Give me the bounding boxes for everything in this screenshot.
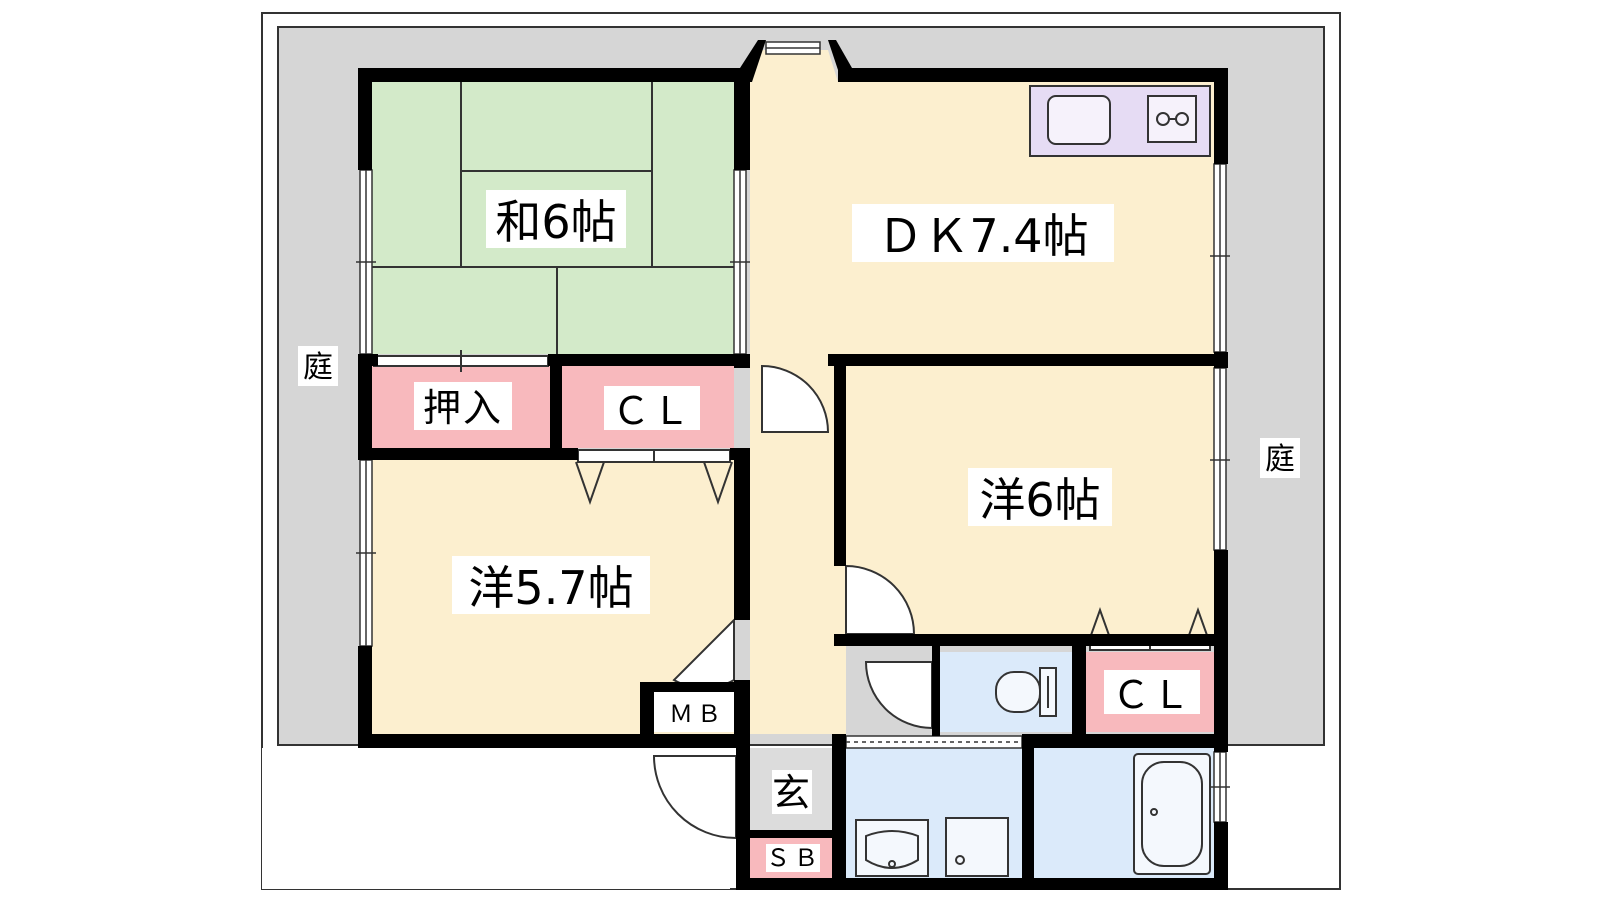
label-bg [604, 386, 700, 430]
room-label-washitsu: 和6帖 [495, 195, 616, 249]
label-bg [968, 468, 1112, 526]
door-swing [845, 564, 916, 635]
walls [358, 40, 1228, 890]
washbasin-icon [855, 819, 929, 877]
room-label-meter-box: ＭＢ [669, 700, 725, 728]
label-bg [1260, 438, 1300, 478]
bathtub-icon [1133, 753, 1211, 875]
room-label-closet-upper: ＣＬ [612, 389, 692, 433]
label-bg [486, 190, 626, 248]
label-bg [298, 346, 338, 386]
door-swing [864, 661, 933, 730]
door-swing [761, 364, 830, 433]
toilet-icon [995, 667, 1057, 717]
sink-icon [1047, 95, 1111, 145]
label-bg [414, 382, 512, 430]
room-label-oshiire: 押入 [423, 386, 503, 430]
lower-left-yard [262, 748, 730, 889]
room-label-genkan: 玄 [772, 771, 812, 815]
room-label-shoe-box: ＳＢ [766, 844, 822, 872]
label-bg [852, 204, 1114, 262]
room-label-dk: ＤＫ7.4帖 [877, 209, 1088, 263]
door-swings [652, 364, 933, 840]
label-bg [766, 844, 820, 872]
room-label-yoshitsu-57: 洋5.7帖 [468, 561, 633, 615]
meter-box-floor [652, 690, 734, 732]
bay-window-floor [746, 50, 838, 82]
room-label-yoshitsu-6: 洋6帖 [979, 473, 1100, 527]
washing-machine-icon [945, 817, 1009, 877]
room-label-closet-lower: ＣＬ [1112, 673, 1192, 717]
tatami-lines [372, 82, 734, 354]
garden-label-left: 庭 [303, 350, 333, 385]
entrance-door-swing [652, 755, 737, 840]
label-bg [772, 770, 812, 814]
garden-label-right: 庭 [1265, 442, 1295, 477]
label-bg [452, 556, 650, 614]
label-bg [1104, 670, 1200, 714]
